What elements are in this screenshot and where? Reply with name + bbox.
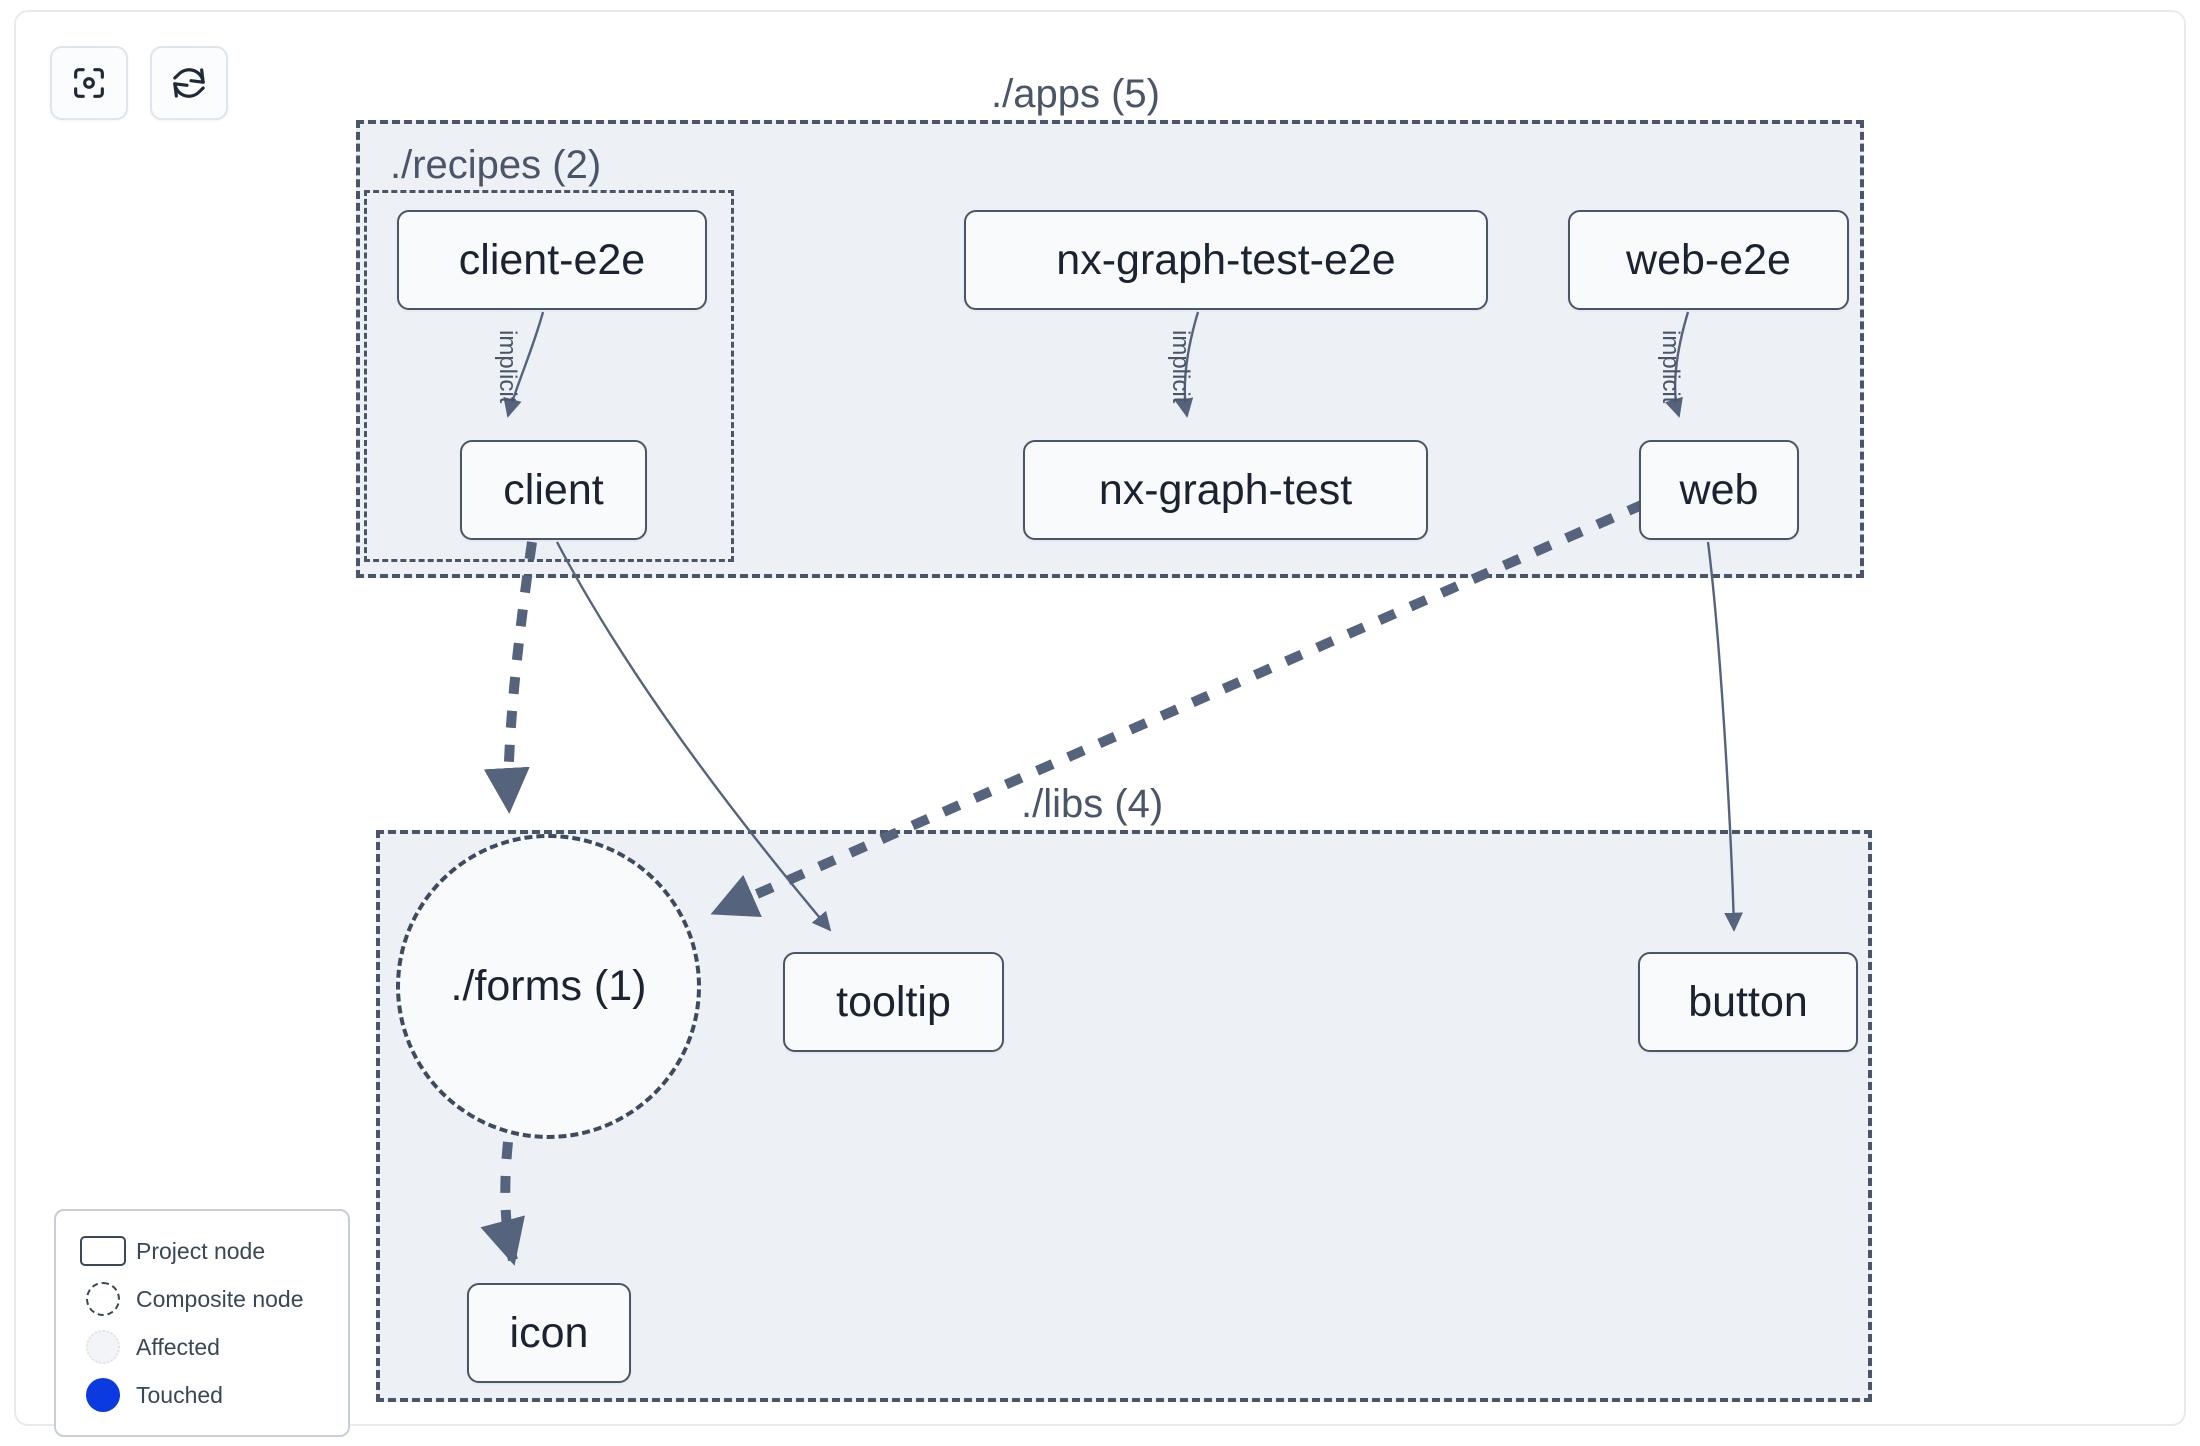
node-nx-graph-test[interactable]: nx-graph-test [1023,440,1428,540]
edge-client-to-forms [483,541,537,814]
graph-legend: Project node Composite node Affected Tou… [54,1209,350,1437]
refresh-icon [169,63,209,103]
node-button[interactable]: button [1638,952,1858,1052]
legend-item-project-node: Project node [70,1227,334,1275]
legend-item-composite-node: Composite node [70,1275,334,1323]
focus-target-icon [69,63,109,103]
legend-label-touched: Touched [136,1381,223,1408]
edge-label-client-e2e-implicit: implicit [494,330,521,404]
node-forms-composite[interactable]: ./forms (1) [396,834,701,1139]
node-web-e2e[interactable]: web-e2e [1568,210,1849,310]
legend-label-project-node: Project node [136,1237,266,1264]
graph-stage[interactable]: ./apps (5) ./recipes (2) ./libs (4) [16,12,2188,1428]
project-node-swatch-icon [70,1236,136,1266]
node-client-e2e[interactable]: client-e2e [397,210,707,310]
edge-label-web-e2e-implicit: implicit [1657,330,1684,404]
node-tooltip[interactable]: tooltip [783,952,1004,1052]
group-label-apps: ./apps (5) [981,74,1170,114]
node-icon[interactable]: icon [467,1283,631,1383]
edge-label-nx-e2e-implicit: implicit [1167,330,1194,404]
graph-canvas[interactable]: ./apps (5) ./recipes (2) ./libs (4) [14,10,2188,1437]
legend-item-affected: Affected [70,1323,334,1371]
legend-item-touched: Touched [70,1371,334,1419]
touched-swatch-icon [70,1378,136,1412]
node-nx-graph-test-e2e[interactable]: nx-graph-test-e2e [964,210,1488,310]
focus-graph-button[interactable] [50,46,128,120]
node-web[interactable]: web [1639,440,1799,540]
node-client[interactable]: client [460,440,647,540]
graph-toolbar[interactable] [50,46,228,120]
group-label-libs: ./libs (4) [1011,784,1174,824]
composite-node-swatch-icon [70,1282,136,1316]
affected-swatch-icon [70,1330,136,1364]
legend-label-composite-node: Composite node [136,1285,304,1312]
refresh-graph-button[interactable] [150,46,228,120]
group-label-recipes: ./recipes (2) [390,143,602,187]
legend-label-affected: Affected [136,1333,220,1360]
